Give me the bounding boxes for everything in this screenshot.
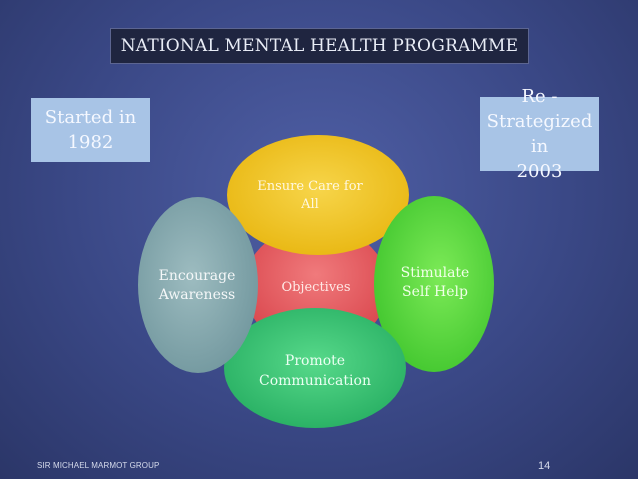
petal-right-line2: Self Help <box>402 284 468 300</box>
petal-top-line2: All <box>300 197 319 212</box>
petal-bottom-line2: Communication <box>259 373 371 389</box>
started-box: Started in 1982 <box>31 98 150 162</box>
restrategized-box: Re - Strategized in 2003 <box>480 86 599 182</box>
petal-left-line2: Awareness <box>158 287 235 303</box>
started-line2: 1982 <box>67 132 114 153</box>
page-number: 14 <box>538 460 551 472</box>
petal-right <box>374 196 494 372</box>
petal-top <box>227 135 409 255</box>
petal-left-line1: Encourage <box>159 268 236 284</box>
restrategized-line1: Re - <box>521 86 558 107</box>
footer-credit: SIR MICHAEL MARMOT GROUP <box>37 461 160 470</box>
petal-left <box>138 197 258 373</box>
restrategized-line2: Strategized in <box>486 111 593 157</box>
petal-right-line1: Stimulate <box>401 265 470 281</box>
petal-bottom-line1: Promote <box>285 353 345 369</box>
restrategized-line3: 2003 <box>516 161 563 182</box>
center-label: Objectives <box>281 280 350 295</box>
started-line1: Started in <box>44 107 137 128</box>
petal-bottom <box>224 308 406 428</box>
slide-title: NATIONAL MENTAL HEALTH PROGRAMME <box>110 28 529 64</box>
petal-top-line1: Ensure Care for <box>257 179 363 194</box>
